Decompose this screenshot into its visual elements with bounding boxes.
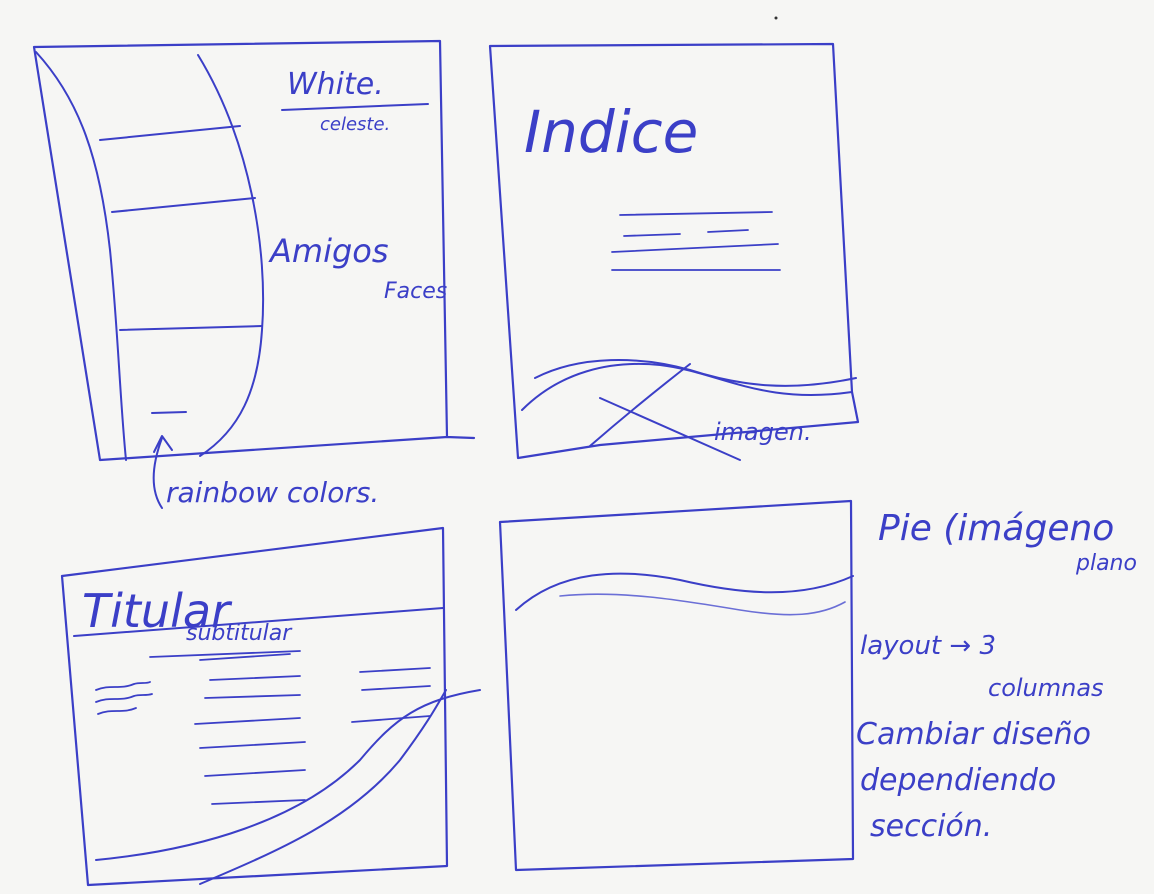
ink-dot <box>775 17 778 20</box>
note-rainbow: rainbow colors. <box>166 476 379 509</box>
note-layout-5: sección. <box>870 809 992 844</box>
note-layout-2: columnas <box>988 674 1104 702</box>
note-layout-3: Cambiar diseño <box>856 717 1091 752</box>
note-layout-4: dependiendo <box>860 763 1056 798</box>
titular-subtitle: subtitular <box>186 621 293 646</box>
panel-1-band-4 <box>152 412 186 413</box>
note-amigos: Amigos <box>268 232 389 270</box>
indice-title: Indice <box>524 98 698 166</box>
imagen-label: imagen. <box>714 418 812 446</box>
note-faces: Faces <box>384 279 447 304</box>
note-pie-1: Pie (imágeno <box>878 508 1114 549</box>
note-layout-1: layout → 3 <box>860 631 996 661</box>
note-pie-2: plano <box>1075 551 1137 576</box>
note-white: White. <box>287 67 384 102</box>
note-celeste: celeste. <box>320 114 390 135</box>
